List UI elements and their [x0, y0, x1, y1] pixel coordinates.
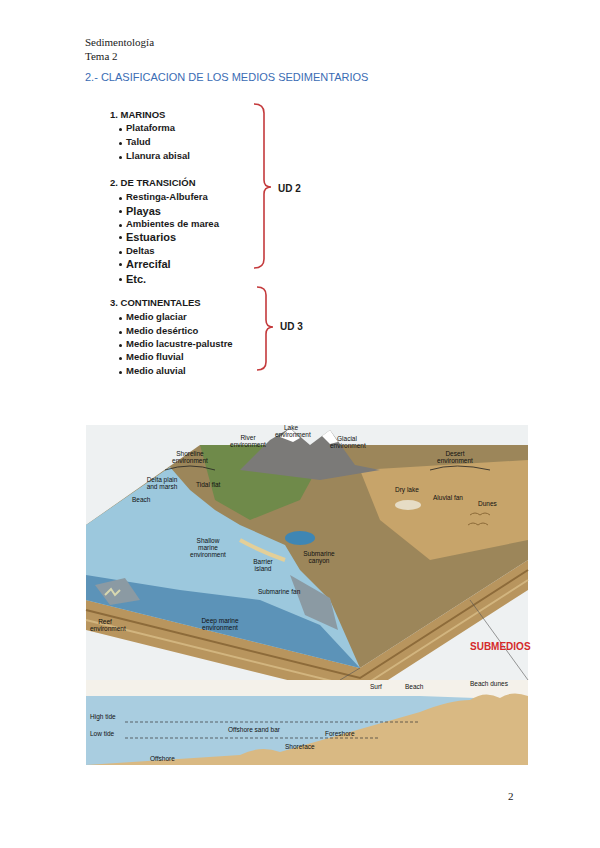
group-heading: 3. CONTINENTALES [110, 298, 201, 309]
bullet [119, 142, 122, 145]
barrier-island [240, 540, 285, 560]
env-label: Submarine canyon [302, 550, 336, 564]
land-surface [86, 445, 528, 668]
page-header: Tema 2 [85, 50, 118, 63]
bullet [119, 371, 122, 374]
brace [430, 466, 490, 470]
page-number: 2 [508, 790, 514, 803]
env-label: Surf [370, 683, 382, 690]
env-label: Deep marine environment [200, 617, 240, 631]
env-label: Desert environment [435, 450, 475, 464]
bullet [119, 263, 122, 266]
group-heading: 2. DE TRANSICIÓN [110, 178, 196, 189]
env-label: Beach [405, 683, 423, 690]
list-item: Deltas [126, 246, 155, 257]
env-label: Shoreline environment [165, 450, 215, 464]
list-item: Plataforma [126, 123, 175, 134]
deep-sea [86, 575, 360, 668]
bracket [257, 287, 273, 370]
bullet [119, 236, 122, 239]
env-label: Dry lake [395, 486, 419, 493]
bullet [119, 197, 122, 200]
env-label: High tide [90, 713, 116, 720]
list-item: Ambientes de marea [126, 219, 219, 230]
list-item: Medio desértico [126, 326, 198, 337]
list-item: Playas [126, 205, 161, 218]
dry-lake [395, 500, 421, 510]
list-item: Llanura abisal [126, 151, 190, 162]
bullet [119, 128, 122, 131]
lake [285, 531, 315, 545]
unit-label: UD 3 [280, 321, 303, 333]
bullet [119, 317, 122, 320]
bullet [119, 251, 122, 254]
shallow-sea [86, 467, 360, 668]
env-label: Delta plain and marsh [146, 476, 178, 490]
list-item: Medio fluvial [126, 352, 184, 363]
submarine-fan [95, 578, 140, 605]
bullet [119, 156, 122, 159]
bullet [119, 331, 122, 334]
env-label: Reef environment [90, 618, 120, 632]
section-tag: SUBMEDIOS [470, 641, 531, 653]
list-item: Arrecifal [126, 258, 171, 271]
bullet [119, 278, 122, 281]
env-label: Foreshore [325, 730, 355, 737]
env-label: Shoreface [285, 743, 315, 750]
snow [322, 430, 338, 444]
bullet [119, 344, 122, 347]
desert [360, 460, 528, 560]
bullet [119, 357, 122, 360]
env-label: Lake environment [275, 424, 307, 438]
reef [105, 589, 120, 595]
bullet [119, 224, 122, 227]
list-item: Medio glaciar [126, 312, 187, 323]
env-label: Offshore sand bar [228, 726, 280, 733]
list-item: Medio lacustre-palustre [126, 339, 233, 350]
link-line [470, 600, 528, 680]
list-item: Etc. [126, 273, 146, 286]
bullet [119, 210, 122, 213]
image-ground [86, 425, 528, 765]
env-label: Barrier island [247, 558, 279, 572]
env-label: Tidal flat [196, 481, 220, 488]
mountains [240, 428, 380, 480]
env-label: Offshore [150, 755, 175, 762]
env-label: River environment [230, 434, 266, 448]
tide-line [125, 738, 380, 739]
bracket [254, 104, 271, 268]
page-header: Sedimentología [85, 36, 154, 49]
dunes [468, 513, 490, 525]
list-item: Talud [126, 137, 151, 148]
unit-label: UD 2 [278, 183, 301, 195]
env-label: Submarine fan [258, 588, 300, 595]
link-line [340, 668, 360, 680]
list-item: Estuarios [126, 231, 176, 244]
inset-sand [86, 693, 528, 765]
env-label: Glacial environment [330, 435, 364, 449]
env-label: Aluvial fan [433, 494, 463, 501]
inset-ground [86, 680, 528, 765]
group-heading: 1. MARINOS [110, 110, 165, 121]
env-label: Shallow marine environment [188, 537, 228, 558]
brace [165, 466, 215, 470]
list-item: Restinga-Albufera [126, 192, 208, 203]
submarine-fan [290, 575, 338, 630]
list-item: Medio aluvial [126, 366, 186, 377]
env-label: Low tide [90, 730, 114, 737]
tide-line [125, 722, 420, 723]
env-label: Beach [132, 496, 150, 503]
env-label: Dunes [478, 500, 497, 507]
env-label: Beach dunes [470, 680, 508, 687]
section-heading: 2.- CLASIFICACION DE LOS MEDIOS SEDIMENT… [85, 71, 368, 84]
